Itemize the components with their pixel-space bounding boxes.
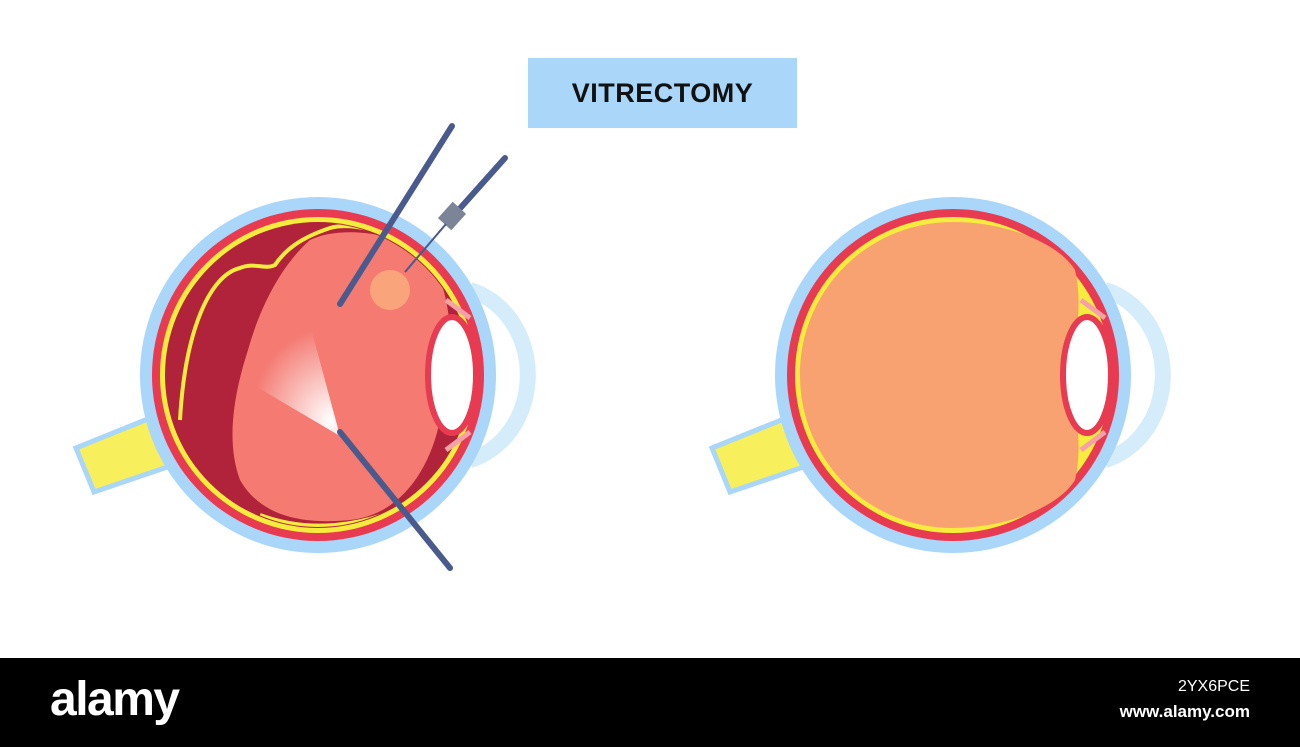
diseased-eye: [72, 123, 536, 571]
watermark-footer: alamy 2YX6PCE www.alamy.com: [0, 658, 1300, 747]
infusion-line: [452, 155, 508, 217]
site-url: www.alamy.com: [1119, 702, 1250, 721]
page-title: VITRECTOMY: [571, 77, 754, 108]
light-pipe-instrument: [337, 429, 453, 571]
lens-left: [425, 314, 479, 436]
vitreous-body-healthy: [800, 222, 1079, 528]
cornea-right: [1102, 282, 1171, 468]
healthy-eye: [708, 197, 1171, 553]
light-beam: [250, 332, 340, 436]
cutter-instrument: [337, 123, 455, 307]
cornea-left: [467, 282, 536, 468]
vitreous-opacity: [370, 270, 410, 310]
brand-logo: alamy: [50, 673, 180, 726]
eye-diagrams: [72, 123, 1171, 571]
infusion-connector: [437, 201, 467, 231]
ciliary-body-left: [444, 298, 472, 452]
lens-right: [1060, 314, 1114, 436]
title-banner: VITRECTOMY: [528, 58, 797, 128]
image-id: 2YX6PCE: [1177, 678, 1250, 695]
infusion-needle: [404, 223, 447, 273]
ciliary-body-right: [1079, 298, 1107, 452]
